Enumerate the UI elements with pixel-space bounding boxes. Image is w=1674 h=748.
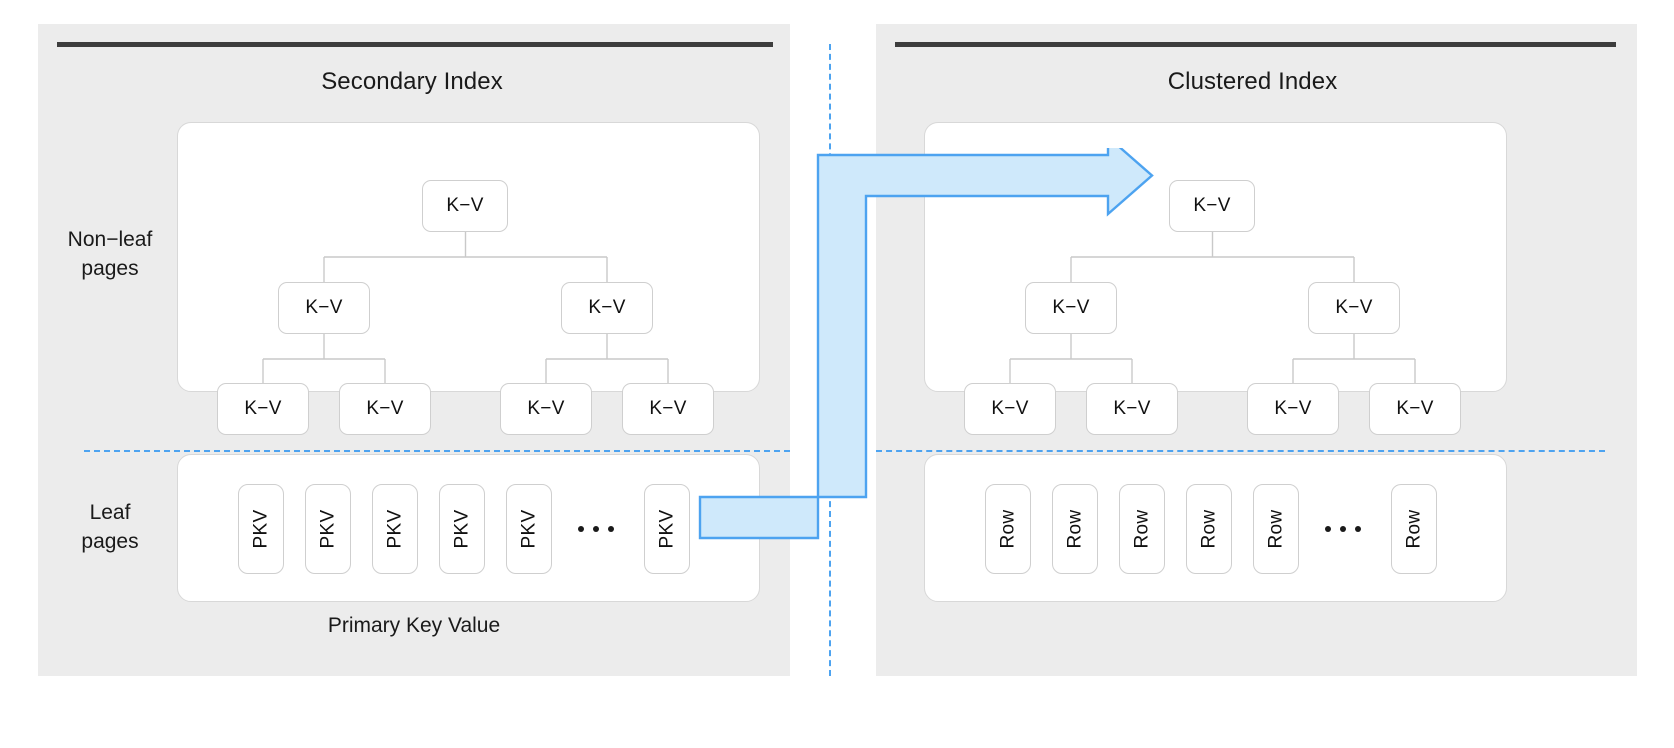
leaf-cell-row-3[interactable]: Row	[1119, 484, 1165, 574]
btree-node-leaf-3[interactable]: K−V	[1247, 383, 1339, 435]
leaf-cell-pkv-4[interactable]: PKV	[439, 484, 485, 574]
btree-node-root[interactable]: K−V	[422, 180, 508, 232]
btree-node-leaf-3[interactable]: K−V	[500, 383, 592, 435]
ellipsis-dot	[1340, 526, 1346, 532]
leaf-cell-label: PKV	[316, 509, 338, 549]
nonleaf-card-clustered: K−V K−V K−V K−V K−V K−V K−V	[924, 122, 1507, 435]
btree-node-leaf-4[interactable]: K−V	[622, 383, 714, 435]
divider-dashed-horizontal-right	[876, 450, 1605, 452]
btree-node-internal-1[interactable]: K−V	[1025, 282, 1117, 334]
btree-links-secondary	[262, 232, 669, 383]
panel-top-rule-left	[57, 42, 773, 47]
leaf-card-clustered: Row Row Row Row Row Row	[924, 454, 1507, 602]
ellipsis-dot	[593, 526, 599, 532]
leaf-cell-label: Row	[1130, 509, 1152, 549]
leaf-cell-row-2[interactable]: Row	[1052, 484, 1098, 574]
btree-node-leaf-2[interactable]: K−V	[1086, 383, 1178, 435]
btree-node-leaf-2[interactable]: K−V	[339, 383, 431, 435]
panel-top-rule-right	[895, 42, 1616, 47]
panel-clustered-index: Clustered Index	[876, 24, 1637, 676]
leaf-cell-label: PKV	[249, 509, 271, 549]
panel-title-clustered-index: Clustered Index	[1167, 68, 1338, 95]
leaf-cell-label: PKV	[450, 509, 472, 549]
leaf-cell-label: PKV	[517, 509, 539, 549]
leaf-cell-pkv-1[interactable]: PKV	[238, 484, 284, 574]
ellipsis-dot	[578, 526, 584, 532]
leaf-cell-pkv-5[interactable]: PKV	[506, 484, 552, 574]
row-label-nonleaf-line2: pages	[81, 257, 139, 280]
row-label-leaf-line1: Leaf	[89, 501, 131, 524]
leaf-cell-label: Row	[1264, 509, 1286, 549]
ellipsis-dot	[608, 526, 614, 532]
divider-dashed-horizontal-left	[84, 450, 790, 452]
row-label-leaf-line2: pages	[81, 530, 139, 553]
btree-node-root[interactable]: K−V	[1169, 180, 1255, 232]
leaf-card-secondary: PKV PKV PKV PKV PKV PKV	[177, 454, 760, 602]
leaf-cell-label: Row	[996, 509, 1018, 549]
ellipsis-dot	[1355, 526, 1361, 532]
leaf-cell-row-5[interactable]: Row	[1253, 484, 1299, 574]
leaf-cell-label: Row	[1402, 509, 1424, 549]
leaf-cell-pkv-2[interactable]: PKV	[305, 484, 351, 574]
divider-dashed-vertical	[829, 44, 831, 676]
row-label-nonleaf-pages: Non−leaf pages	[54, 225, 166, 283]
btree-node-internal-1[interactable]: K−V	[278, 282, 370, 334]
btree-node-leaf-1[interactable]: K−V	[964, 383, 1056, 435]
btree-node-leaf-4[interactable]: K−V	[1369, 383, 1461, 435]
leaf-cell-pkv-3[interactable]: PKV	[372, 484, 418, 574]
btree-node-leaf-1[interactable]: K−V	[217, 383, 309, 435]
nonleaf-card-secondary: K−V K−V K−V K−V K−V K−V K−V	[177, 122, 760, 435]
leaf-cell-label: Row	[1197, 509, 1219, 549]
leaf-ellipsis-clustered	[1325, 484, 1361, 574]
row-label-leaf-pages: Leaf pages	[54, 498, 166, 556]
btree-node-internal-2[interactable]: K−V	[561, 282, 653, 334]
leaf-cell-label: Row	[1063, 509, 1085, 549]
leaf-cell-row-4[interactable]: Row	[1186, 484, 1232, 574]
leaf-cell-row-1[interactable]: Row	[985, 484, 1031, 574]
panel-title-secondary-index: Secondary Index	[321, 68, 503, 95]
btree-clustered: K−V K−V K−V K−V K−V K−V K−V	[925, 123, 1506, 435]
leaf-cell-row-last[interactable]: Row	[1391, 484, 1437, 574]
leaf-cell-pkv-last[interactable]: PKV	[644, 484, 690, 574]
caption-primary-key-value: Primary Key Value	[327, 614, 501, 637]
row-label-nonleaf-line1: Non−leaf	[67, 228, 153, 251]
leaf-cell-label: PKV	[383, 509, 405, 549]
btree-node-internal-2[interactable]: K−V	[1308, 282, 1400, 334]
leaf-ellipsis-secondary	[578, 484, 614, 574]
panel-secondary-index: Secondary Index	[38, 24, 790, 676]
btree-secondary: K−V K−V K−V K−V K−V K−V K−V	[178, 123, 759, 435]
ellipsis-dot	[1325, 526, 1331, 532]
leaf-cell-label: PKV	[655, 509, 677, 549]
btree-links-clustered	[1009, 232, 1416, 383]
